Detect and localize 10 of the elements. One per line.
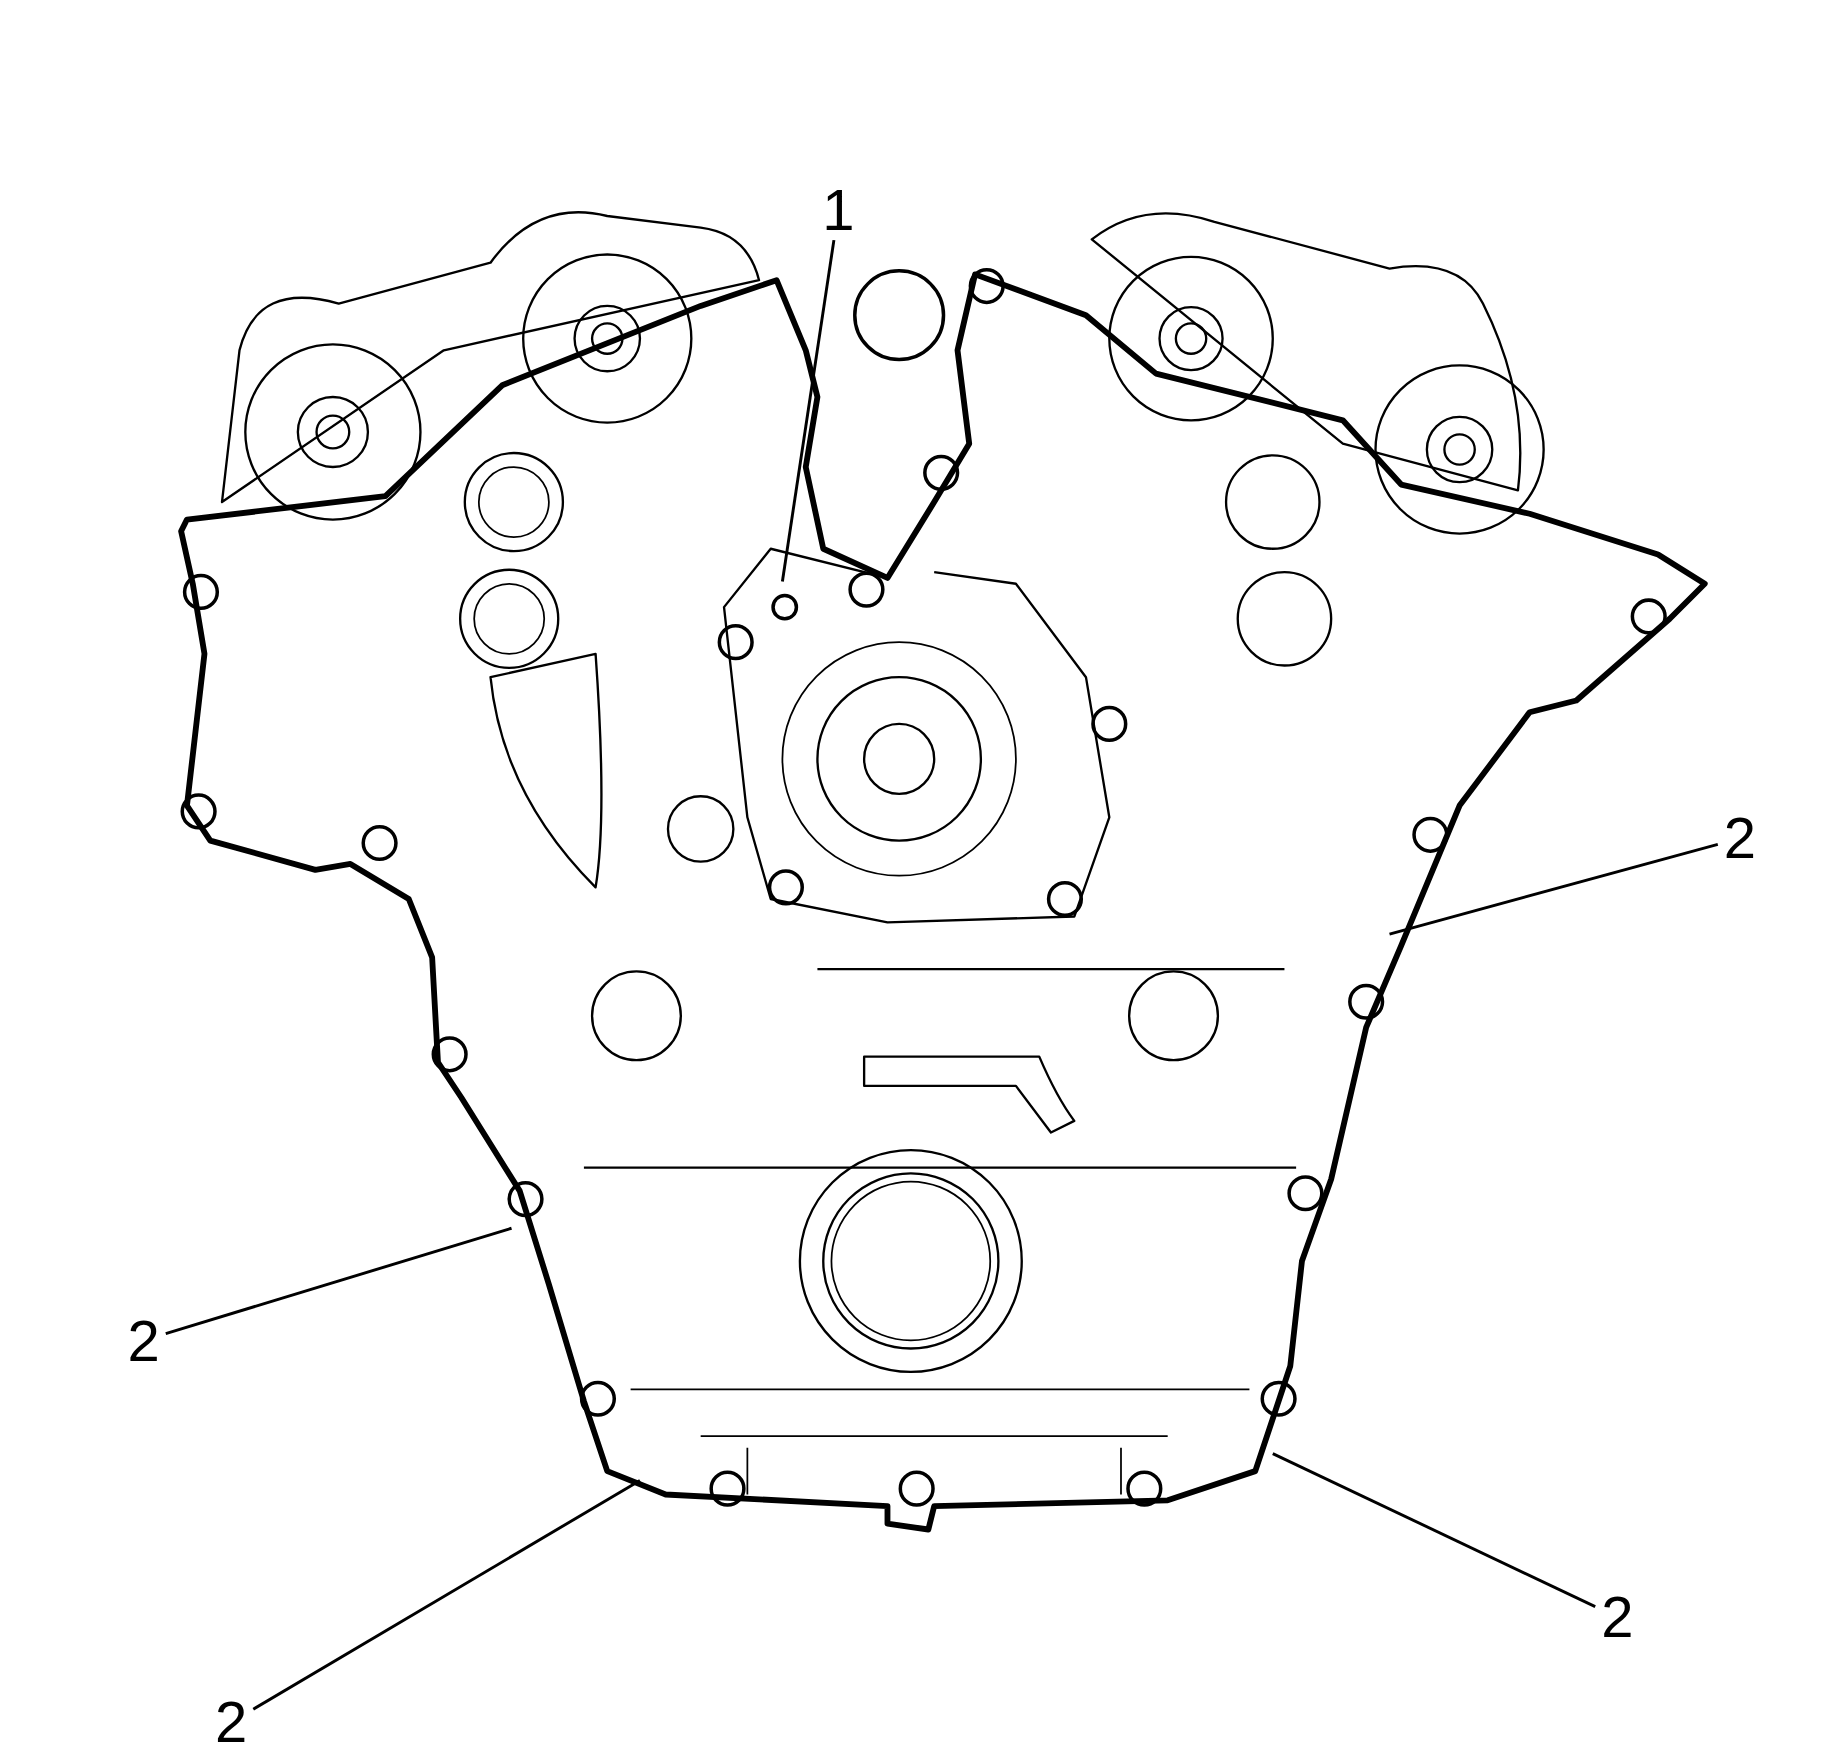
callout-number: 2	[121, 1310, 166, 1371]
leader-line	[165, 1226, 512, 1336]
callout-number: 2	[1717, 808, 1762, 869]
leader-line	[1272, 1452, 1596, 1608]
callout-number: 1	[816, 180, 861, 241]
leader-line	[252, 1479, 641, 1711]
callout-number: 2	[209, 1692, 254, 1749]
leader-line	[780, 239, 836, 582]
leader-line	[1389, 842, 1719, 936]
callout-number: 2	[1595, 1587, 1640, 1648]
